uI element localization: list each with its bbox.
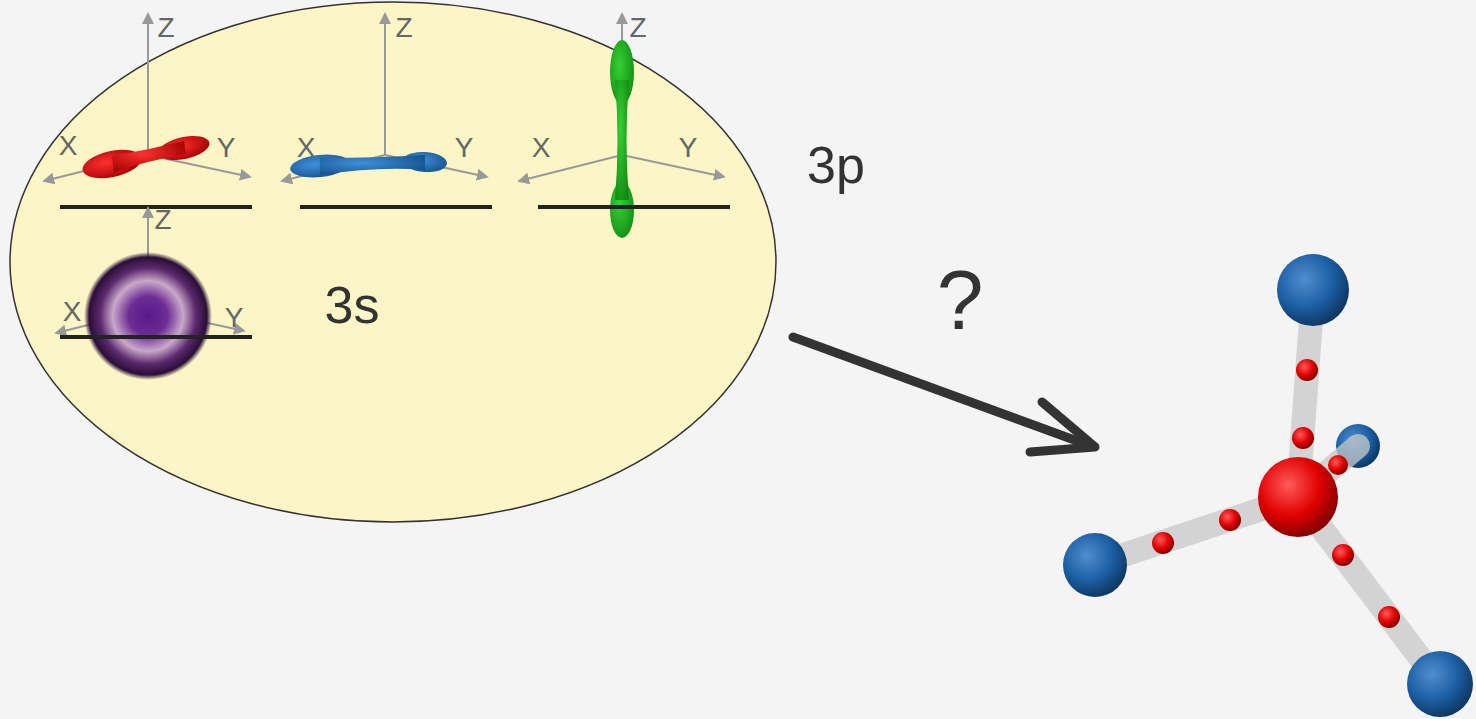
axis-label: X bbox=[532, 134, 551, 162]
axis-label: Z bbox=[157, 14, 174, 42]
axis-label: Z bbox=[629, 14, 646, 42]
orbital-label: 3s bbox=[325, 279, 380, 331]
axis-label: Z bbox=[154, 206, 171, 234]
axis-label: Y bbox=[679, 134, 698, 162]
axis-label: Y bbox=[225, 304, 244, 332]
axis-label: Y bbox=[455, 134, 474, 162]
orbital-label: 3p bbox=[807, 139, 865, 191]
tetrahedral-molecule bbox=[1063, 254, 1473, 717]
question-mark: ? bbox=[937, 258, 984, 342]
axis-label: X bbox=[63, 298, 82, 326]
axis-label: Y bbox=[217, 134, 236, 162]
axis-label: X bbox=[297, 134, 316, 162]
axis-label: X bbox=[59, 132, 78, 160]
axis-label: Z bbox=[395, 14, 412, 42]
